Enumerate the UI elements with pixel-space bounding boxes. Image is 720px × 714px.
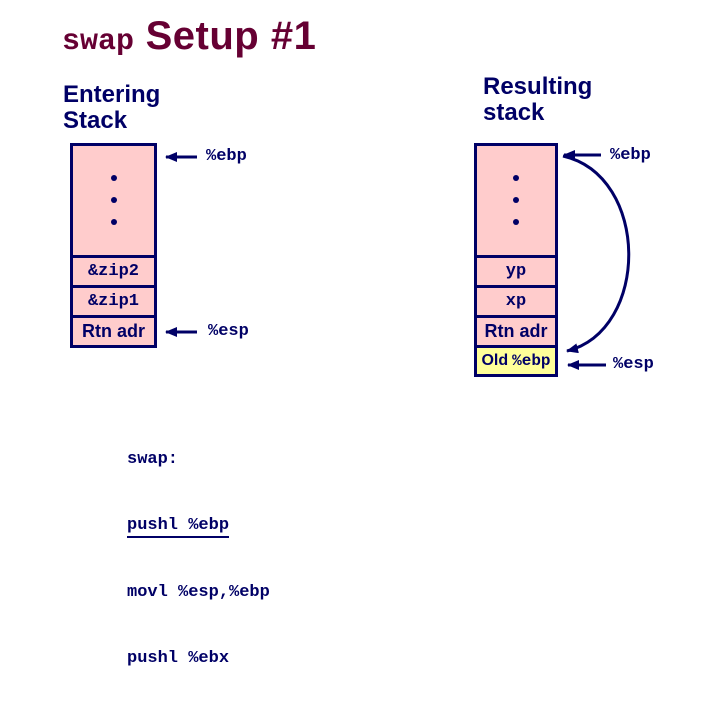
slide: swap Setup #1 Entering Stack &zip2 &zip1… — [62, 14, 654, 668]
entering-stack-heading-line2: Stack — [63, 107, 128, 134]
stack-cell-yp: yp — [477, 255, 555, 285]
title-rest: Setup #1 — [134, 14, 317, 58]
esp-register-label: %esp — [613, 355, 654, 374]
old-ebp-register: %ebp — [512, 352, 551, 370]
old-ebp-cell: Old%ebp — [474, 345, 558, 377]
resulting-stack-diagram: yp xp Rtn adr — [474, 143, 558, 348]
stack-cell-rtn-adr: Rtn adr — [73, 315, 154, 345]
code-line-pushl-ebp: pushl %ebp — [127, 515, 270, 538]
ellipsis-dot — [110, 197, 117, 203]
esp-register-label: %esp — [208, 322, 249, 341]
entering-stack-diagram: &zip2 &zip1 Rtn adr — [70, 143, 157, 348]
code-line-label: swap: — [127, 450, 179, 469]
stack-ellipsis-region — [477, 146, 555, 255]
assembly-code: swap: pushl %ebp movl %esp,%ebp pushl %e… — [127, 405, 270, 714]
resulting-stack-heading-line2: stack — [483, 99, 545, 126]
title-code-word: swap — [62, 25, 135, 59]
entering-stack-heading-line1: Entering — [63, 81, 161, 108]
code-line-movl: movl %esp,%ebp — [127, 583, 270, 602]
ellipsis-dot — [513, 175, 519, 181]
stack-cell-zip1: &zip1 — [73, 285, 154, 315]
ellipsis-dot — [513, 197, 519, 203]
stack-cell-xp: xp — [477, 285, 555, 315]
code-line-pushl-ebx: pushl %ebx — [127, 649, 230, 668]
ellipsis-dot — [110, 175, 117, 181]
ebp-register-label: %ebp — [610, 146, 651, 165]
ellipsis-dot — [513, 219, 519, 225]
old-ebp-curve-arrow — [562, 154, 631, 354]
ellipsis-dot — [110, 219, 117, 225]
page-title: swap Setup #1 — [62, 14, 316, 59]
old-ebp-prefix: Old — [481, 352, 509, 369]
ebp-register-label: %ebp — [206, 147, 247, 166]
stack-cell-zip2: &zip2 — [73, 255, 154, 285]
stack-ellipsis-region — [73, 146, 154, 255]
stack-cell-rtn-adr: Rtn adr — [477, 315, 555, 345]
resulting-stack-heading: Resulting stack — [483, 74, 592, 126]
resulting-stack-heading-line1: Resulting — [483, 73, 593, 100]
entering-stack-heading: Entering Stack — [63, 82, 160, 134]
